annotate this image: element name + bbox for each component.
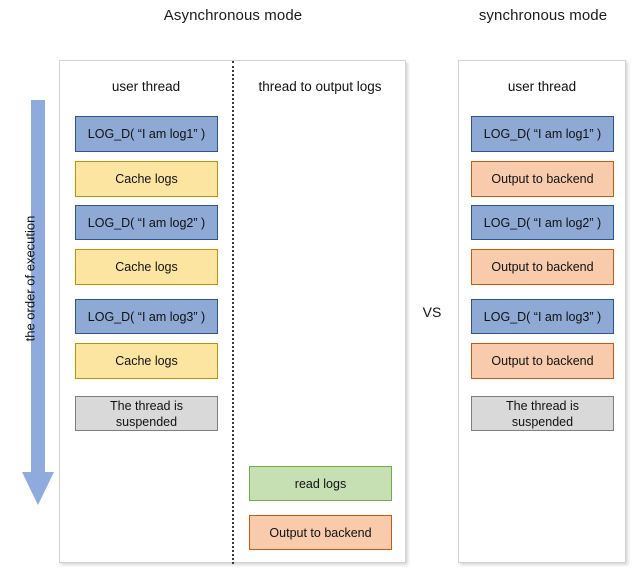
async-step-read-logs[interactable]: read logs xyxy=(249,466,392,501)
async-step-log3[interactable]: LOG_D( “I am log3” ) xyxy=(75,299,218,334)
vs-label: VS xyxy=(422,304,442,320)
async-step-log1[interactable]: LOG_D( “I am log1” ) xyxy=(75,116,218,152)
down-arrow-icon xyxy=(22,100,54,505)
sync-step-log1[interactable]: LOG_D( “I am log1” ) xyxy=(471,116,614,152)
async-mode-title: Asynchronous mode xyxy=(163,7,303,24)
lane-divider xyxy=(232,61,234,564)
sync-mode-title: synchronous mode xyxy=(478,7,608,24)
async-step-cache-logs-1[interactable]: Cache logs xyxy=(75,161,218,197)
sync-step-output-to-backend-1[interactable]: Output to backend xyxy=(471,161,614,197)
order-of-execution-arrow xyxy=(8,100,56,512)
sync-step-log3[interactable]: LOG_D( “I am log3” ) xyxy=(471,299,614,334)
sync-step-output-to-backend-3[interactable]: Output to backend xyxy=(471,343,614,379)
async-step-log2[interactable]: LOG_D( “I am log2” ) xyxy=(75,205,218,240)
async-step-thread-suspended[interactable]: The thread is suspended xyxy=(75,396,218,431)
sync-lane-title-user-thread: user thread xyxy=(507,79,577,94)
sync-step-log2[interactable]: LOG_D( “I am log2” ) xyxy=(471,205,614,240)
order-of-execution-label: the order of execution xyxy=(22,215,38,342)
sync-step-output-to-backend-2[interactable]: Output to backend xyxy=(471,249,614,285)
async-step-output-to-backend[interactable]: Output to backend xyxy=(249,515,392,550)
async-step-cache-logs-3[interactable]: Cache logs xyxy=(75,343,218,379)
async-lane-title-output-thread: thread to output logs xyxy=(258,79,382,94)
async-step-cache-logs-2[interactable]: Cache logs xyxy=(75,249,218,285)
sync-step-thread-suspended[interactable]: The thread is suspended xyxy=(471,396,614,431)
async-lane-title-user-thread: user thread xyxy=(111,79,181,94)
